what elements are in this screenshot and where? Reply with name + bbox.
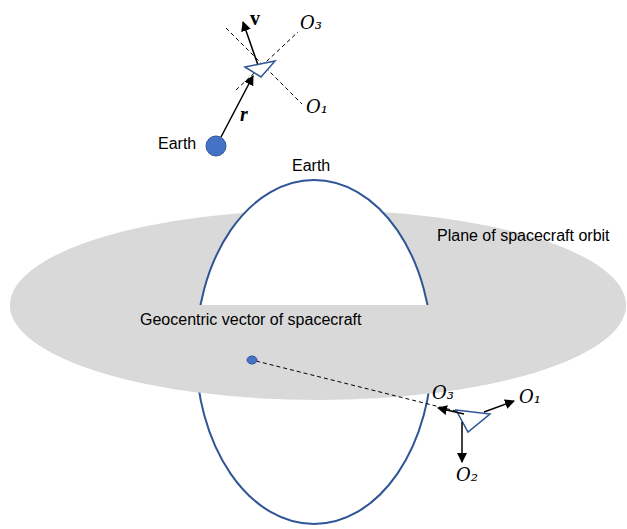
earth-center-dot bbox=[247, 356, 257, 364]
o1-axis-arrow bbox=[484, 401, 514, 412]
position-vector-symbol: r bbox=[240, 102, 248, 126]
geocentric-vector-line bbox=[256, 361, 464, 413]
velocity-symbol: v bbox=[250, 6, 260, 30]
vector-label: Geocentric vector of spacecraft bbox=[140, 310, 361, 329]
o2-axis-arrow bbox=[461, 422, 463, 462]
axis-label: O₁ bbox=[519, 386, 541, 408]
position-vector-arrow bbox=[221, 76, 253, 137]
axis-o3-dashed bbox=[236, 32, 298, 90]
earth-label: Earth bbox=[292, 156, 330, 175]
plane-label: Plane of spacecraft orbit bbox=[437, 226, 610, 245]
earth-dot bbox=[206, 136, 226, 156]
orbit-plane-front bbox=[10, 305, 626, 400]
axis-label: O₃ bbox=[432, 382, 454, 404]
o3-axis-arrow bbox=[438, 408, 464, 414]
axis-label: O₂ bbox=[456, 464, 478, 486]
spacecraft-icon bbox=[245, 61, 275, 77]
earth-label: Earth bbox=[158, 134, 196, 153]
axis-label: O₃ bbox=[300, 12, 322, 34]
axis-o1-dashed bbox=[226, 28, 302, 104]
axis-label: O₁ bbox=[306, 96, 328, 118]
